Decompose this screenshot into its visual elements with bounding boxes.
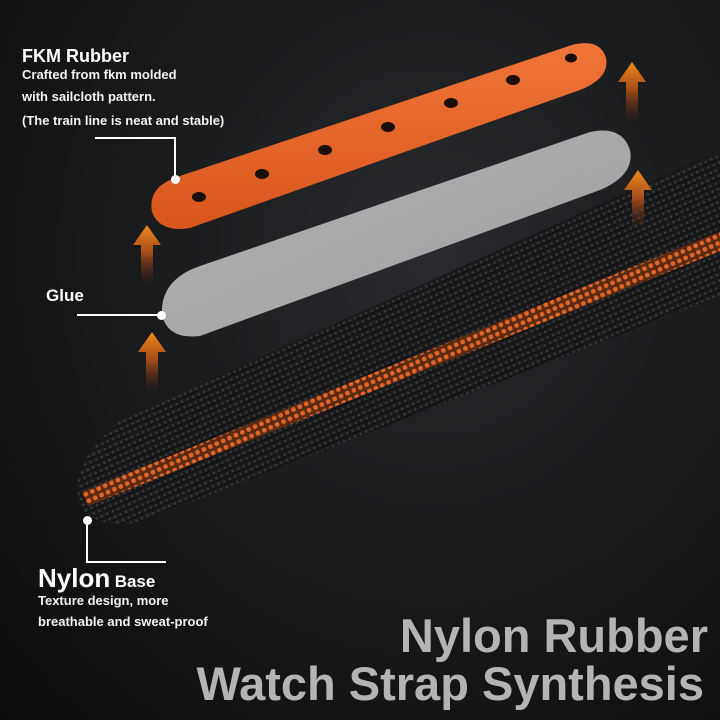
headline-line-2: Watch Strap Synthesis: [196, 657, 704, 710]
nylon-title-main: Nylon: [38, 563, 111, 593]
fkm-callout-line: [95, 137, 175, 139]
fkm-rubber-desc-2: with sailcloth pattern.: [22, 89, 156, 104]
nylon-base-title: Nylon Base: [38, 563, 155, 594]
fkm-rubber-desc-3: (The train line is neat and stable): [22, 113, 225, 128]
glue-title: Glue: [46, 286, 84, 305]
nylon-desc-2: breathable and sweat-proof: [38, 614, 208, 629]
arrow-up-icon: [133, 62, 652, 392]
fkm-callout-dot: [171, 175, 180, 184]
glue-callout-line: [77, 314, 162, 316]
nylon-callout-line: [86, 520, 88, 562]
nylon-title-sub: Base: [114, 572, 156, 591]
headline-line-1: Nylon Rubber: [399, 609, 708, 662]
nylon-callout-line: [86, 561, 166, 563]
fkm-callout-line: [174, 137, 176, 179]
fkm-rubber-title: FKM Rubber: [22, 46, 129, 66]
nylon-desc-1: Texture design, more: [38, 593, 169, 608]
fkm-rubber-desc-1: Crafted from fkm molded: [22, 67, 177, 82]
glue-callout-dot: [157, 311, 166, 320]
